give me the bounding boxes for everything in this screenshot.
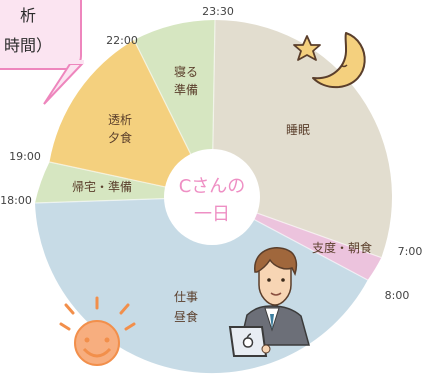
sun-icon [59,296,136,366]
moon-icon [312,32,366,89]
time-label-2200: 22:00 [106,34,138,47]
label-home: 帰宅・準備 [72,179,132,194]
center-title-line2: 一日 [194,204,230,225]
label-work-line1: 仕事 [174,290,198,304]
label-bedprep-line2: 準備 [174,82,198,97]
time-label-2330: 23:30 [202,5,234,18]
segment-dialysis [49,40,212,197]
label-work-line2: 昼食 [174,309,198,324]
time-label-1800: 18:00 [0,194,32,207]
label-bedprep-line1: 寝る [174,64,198,79]
time-label-800: 8:00 [385,289,410,302]
star-icon [293,35,321,61]
label-sleep: 睡眠 [286,123,310,137]
label-dialysis-line1: 透析 [108,113,132,127]
center-title-line1: Cさんの [179,176,246,197]
time-label-700: 7:00 [398,245,423,258]
bubble-text-line2: 時間） [4,36,53,55]
speech-bubble [0,0,82,70]
person-with-laptop-icon [228,247,310,357]
label-breakfast: 支度・朝食 [312,240,372,255]
label-dialysis-line2: 夕食 [108,130,132,145]
bubble-text-line1: 析 [20,6,37,25]
time-label-1900: 19:00 [9,150,41,163]
center-circle [164,149,260,245]
